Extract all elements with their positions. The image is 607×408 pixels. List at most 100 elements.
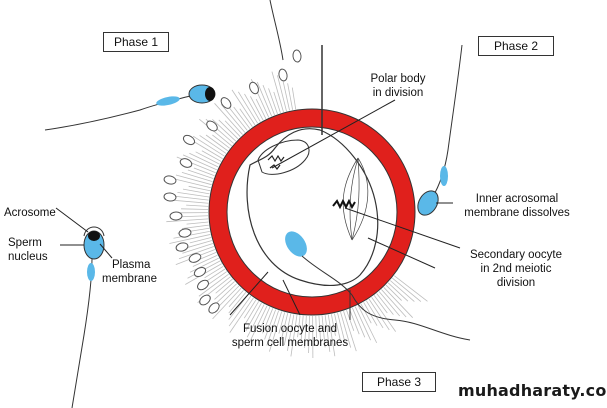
corona-ray xyxy=(166,218,209,223)
secondary-oocyte-line-1: Secondary oocyte xyxy=(469,249,563,261)
corona-ray xyxy=(264,309,277,340)
inner-acrosomal-line-1: Inner acrosomal xyxy=(475,193,559,205)
corona-cell xyxy=(188,253,202,263)
corona-ray xyxy=(297,315,301,338)
corona-ray xyxy=(215,278,233,294)
corona-ray xyxy=(199,135,227,154)
corona-ray xyxy=(218,119,239,140)
phase-2-label: Phase 2 xyxy=(478,36,554,56)
corona-ray xyxy=(368,298,390,331)
corona-ray xyxy=(245,302,262,332)
corona-cell xyxy=(179,158,193,168)
corona-ray xyxy=(376,293,394,315)
corona-ray xyxy=(186,204,209,207)
corona-cell xyxy=(193,266,207,278)
corona-ray xyxy=(278,312,286,334)
corona-cell xyxy=(208,302,220,314)
corona-ray xyxy=(262,308,274,334)
corona-ray xyxy=(182,188,210,195)
zona-outer-edge xyxy=(208,108,416,316)
sperm-nucleus-label: Sperm nucleus xyxy=(8,236,48,264)
corona-ray xyxy=(181,208,209,210)
plasma-membrane-line-1: Plasma xyxy=(112,259,151,271)
acrosome-label: Acrosome xyxy=(4,207,56,219)
corona-ray xyxy=(343,310,357,352)
corona-radiata xyxy=(166,71,428,358)
corona-cell xyxy=(206,120,218,132)
corona-ray xyxy=(357,305,378,344)
phase2-sperm-tail xyxy=(431,44,463,199)
polar-body-label: Polar body in division xyxy=(358,72,438,100)
corona-ray xyxy=(182,243,214,254)
phase-1-label: Phase 1 xyxy=(103,32,169,52)
polar-body-line-2: in division xyxy=(372,87,424,99)
corona-ray xyxy=(224,120,241,137)
corona-ray xyxy=(201,150,222,162)
corona-ray xyxy=(337,312,346,344)
corona-ray xyxy=(392,277,422,302)
corona-ray xyxy=(173,230,210,239)
corona-ray xyxy=(283,313,292,346)
corona-ray xyxy=(233,106,251,129)
corona-ray xyxy=(324,315,331,352)
corona-ray xyxy=(228,289,244,308)
corona-cell xyxy=(163,175,177,185)
corona-ray xyxy=(181,171,213,183)
corona-ray xyxy=(205,134,229,152)
corona-ray xyxy=(304,315,307,348)
corona-ray xyxy=(346,309,355,331)
top-sperm-tail xyxy=(269,0,284,61)
detached-sperm-acrosome xyxy=(88,231,100,241)
oocyte-membrane xyxy=(246,128,379,286)
corona-ray xyxy=(250,96,264,121)
polar-body xyxy=(257,139,310,175)
corona-ray xyxy=(389,280,415,302)
sperm-nucleus-line-1: Sperm xyxy=(8,237,42,249)
zona-inner-edge xyxy=(226,126,398,298)
corona-ray xyxy=(220,103,246,133)
corona-ray xyxy=(243,299,257,319)
corona-ray xyxy=(327,314,336,357)
watermark: muhadharaty.com xyxy=(458,381,607,400)
corona-ray xyxy=(318,315,322,343)
corona-ray xyxy=(256,81,272,117)
corona-ray xyxy=(212,119,237,142)
corona-ray xyxy=(185,240,213,249)
corona-ray xyxy=(340,311,352,348)
corona-ray xyxy=(300,315,304,343)
sperm-tail-inside xyxy=(301,255,471,341)
corona-ray xyxy=(255,98,267,119)
corona-ray xyxy=(268,88,278,115)
fusion-line-2: sperm cell membranes xyxy=(231,337,349,349)
corona-ray xyxy=(186,221,209,225)
corona-ray xyxy=(349,308,360,335)
corona-ray xyxy=(244,93,261,122)
meiotic-spindle xyxy=(342,157,369,241)
corona-ray xyxy=(182,224,209,229)
corona-cell xyxy=(175,242,189,252)
corona-ray xyxy=(354,306,372,341)
corona-ray xyxy=(321,315,326,348)
secondary-oocyte-label: Secondary oocyte in 2nd meiotic division xyxy=(458,248,574,290)
corona-cell xyxy=(182,134,196,146)
corona-ray xyxy=(199,118,232,147)
corona-ray xyxy=(352,307,366,338)
polar-body-chromosomes xyxy=(267,154,285,170)
corona-ray xyxy=(192,254,218,267)
corona-ray xyxy=(269,311,283,352)
corona-ray xyxy=(239,108,253,127)
corona-cell xyxy=(249,81,259,95)
corona-ray xyxy=(193,167,215,177)
corona-ray xyxy=(169,177,211,189)
corona-ray xyxy=(198,273,229,297)
corona-ray xyxy=(227,105,248,131)
corona-ray xyxy=(248,305,268,344)
corona-ray xyxy=(378,291,401,317)
corona-ray xyxy=(214,103,243,135)
corona-cell xyxy=(278,68,288,82)
corona-ray xyxy=(189,257,219,273)
fusion-line-1: Fusion oocyte and xyxy=(243,323,337,335)
corona-ray xyxy=(195,151,220,165)
corona-ray xyxy=(262,84,275,116)
